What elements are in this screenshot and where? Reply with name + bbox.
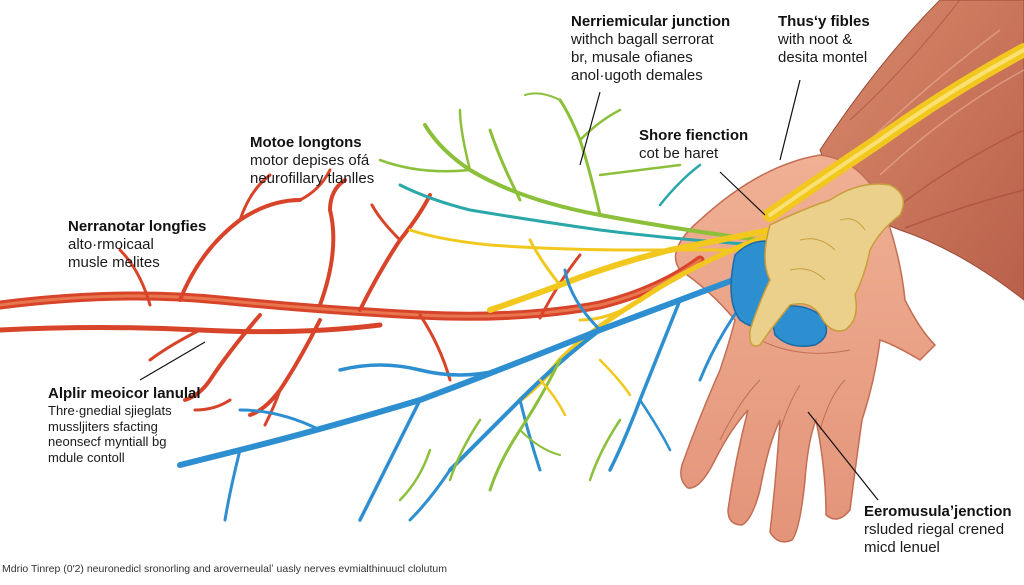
label-alplir-meoicor-title: Alplir meoicor lanulal [48, 385, 201, 402]
label-neuromuscular-junction-line-1: withch bagall serrorat [571, 31, 714, 48]
label-nerranotar-longfies-line-1: alto·rmoicaal [68, 236, 154, 253]
nerve-branches-lower [177, 267, 763, 522]
artery-branches [0, 168, 705, 427]
leader-nerriemicular [579, 91, 601, 166]
label-shore-fienction: Shore fienction cot be haret [639, 127, 748, 163]
label-neuromuscular-junction: Nerriemicular junction withch bagall ser… [571, 13, 730, 85]
label-nerranotar-longfies-title: Nerranotar longfies [68, 218, 207, 235]
label-motoe-longtons-title: Motoe longtons [250, 134, 362, 151]
leader-lines [139, 79, 879, 501]
label-shore-fienction-line-1: cot be haret [639, 145, 719, 162]
label-eeromusula-jenction-line-2: micd lenuel [864, 539, 940, 556]
label-eeromusula-jenction: Eeromusulaʼjenction rsluded riegal crene… [864, 503, 1012, 557]
label-alplir-meoicor-line-4: mdule contoll [48, 449, 125, 465]
label-eeromusula-jenction-line-1: rsluded riegal crened [864, 521, 1005, 538]
label-alplir-meoicor-line-2: mussljiters sfacting [48, 418, 158, 434]
leader-thusy [779, 79, 801, 161]
label-thusy-fibles: Thusʻy fibles with noot & desita montel [778, 13, 870, 67]
label-motoe-longtons-line-2: neurofillary tlanlles [250, 170, 375, 187]
label-motoe-longtons: Motoe longtons motor depises ofá neurofi… [250, 134, 374, 188]
label-thusy-fibles-line-1: with noot & [778, 31, 853, 48]
label-alplir-meoicor-line-3: neonsecf myntiall b́g [48, 434, 167, 450]
leader-shore [719, 171, 766, 216]
label-alplir-meoicor-line-1: Thre·gnedial sjieglats [48, 403, 172, 418]
label-motoe-longtons-line-1: motor depises ofá [250, 152, 370, 169]
nerve-branches-upper [378, 92, 762, 252]
label-eeromusula-jenction-title: Eeromusulaʼjenction [864, 503, 1012, 520]
label-nerranotar-longfies: Nerranotar longfies alto·rmoicaal musle … [68, 218, 206, 272]
label-neuromuscular-junction-line-2: br, musale ofianes [571, 49, 693, 66]
label-nerranotar-longfies-line-2: musle melites [68, 254, 160, 271]
leader-alplir [139, 341, 206, 381]
label-neuromuscular-junction-title: Nerriemicular junction [571, 13, 731, 30]
label-thusy-fibles-title: Thusʻy fibles [778, 13, 870, 30]
label-shore-fienction-title: Shore fienction [639, 127, 749, 144]
label-neuromuscular-junction-line-3: anol·ugoth demales [571, 67, 703, 84]
leader-eeromusula [807, 411, 879, 501]
label-thusy-fibles-line-2: desita montel [778, 49, 868, 66]
neuromuscular-junction-mass [730, 183, 905, 347]
label-alplir-meoicor: Alplir meoicor lanulal Thre·gnedial sjie… [48, 385, 201, 465]
figure-caption: Mdrio Tinrep (0′2) neuronedicl sronorlin… [2, 563, 447, 575]
